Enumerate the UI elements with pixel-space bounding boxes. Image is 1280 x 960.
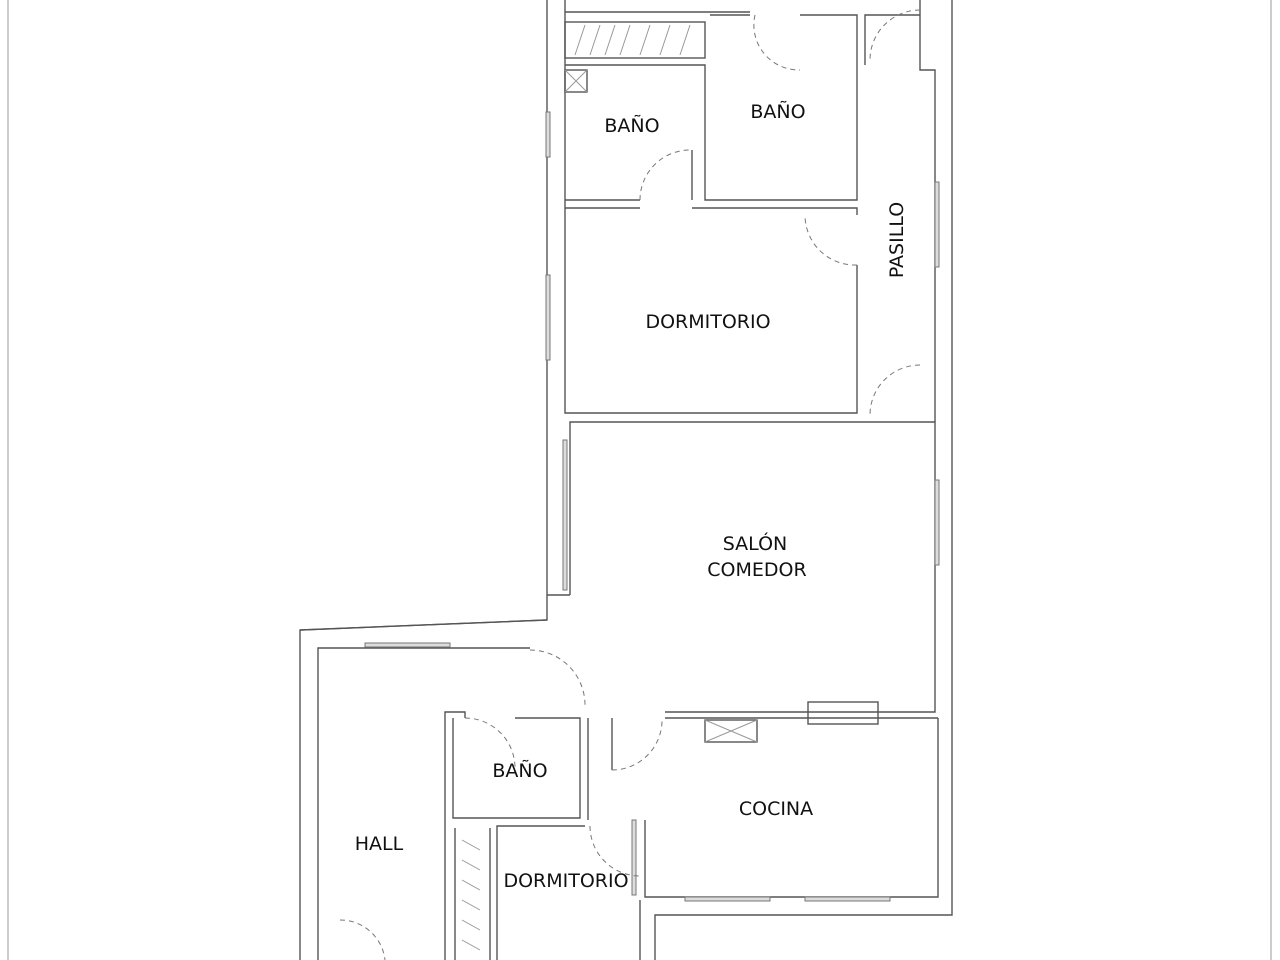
fixtures — [461, 21, 879, 951]
room-label-dormitorio: DORMITORIO — [645, 311, 771, 333]
room-label-hall: HALL — [354, 833, 404, 855]
windows — [364, 111, 940, 902]
room-label-bano: BAÑO — [492, 760, 548, 782]
room-label-comedor: COMEDOR — [707, 559, 807, 581]
walls — [299, 0, 953, 960]
door-swings — [339, 9, 921, 960]
room-label-dormitorio: DORMITORIO — [503, 870, 629, 892]
room-label-pasillo: PASILLO — [886, 201, 908, 279]
room-label-bano: BAÑO — [750, 101, 806, 123]
room-label-bano: BAÑO — [604, 115, 660, 137]
page-border — [7, 0, 1272, 960]
room-label-cocina: COCINA — [738, 798, 814, 820]
room-label-salon: SALÓN — [722, 533, 788, 555]
